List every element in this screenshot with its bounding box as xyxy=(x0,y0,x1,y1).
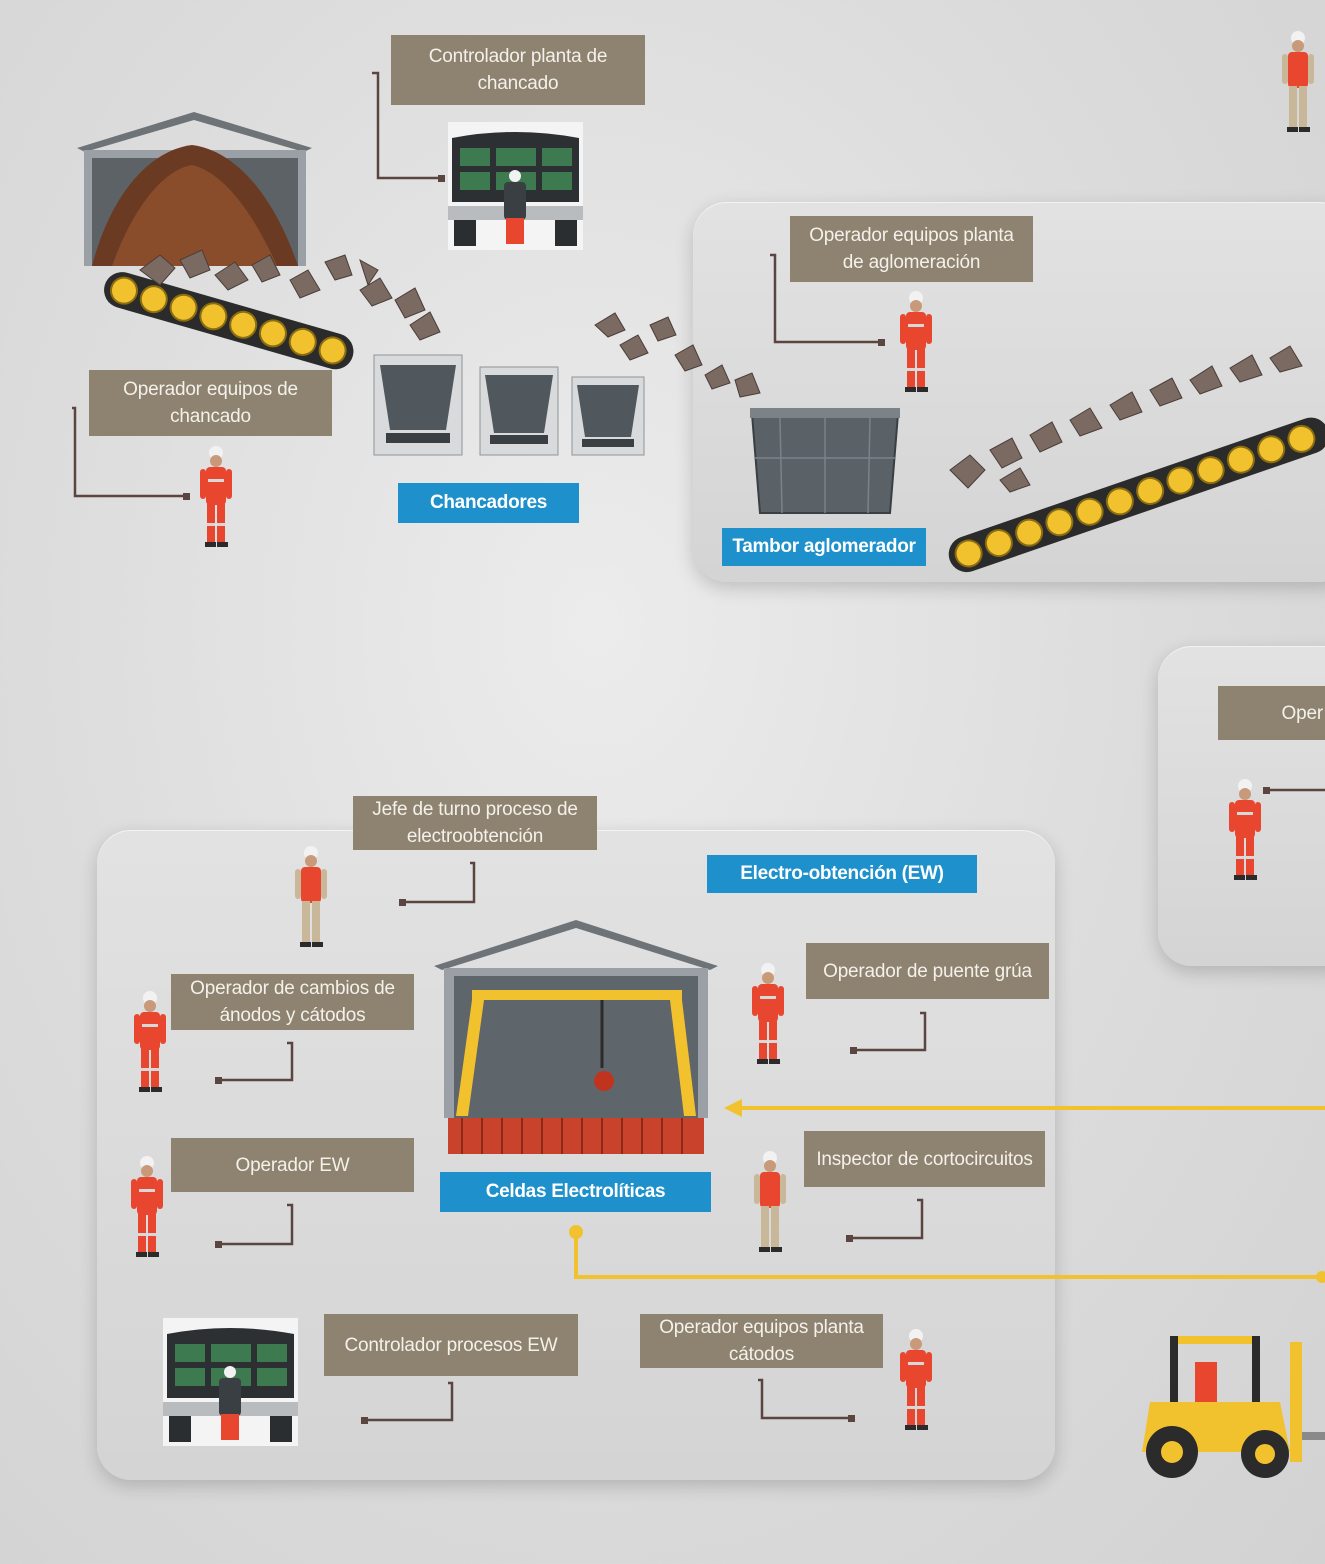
conveyor-aglomeracion-icon xyxy=(948,345,1325,573)
label-operador-aglomeracion: Operador equipos planta de aglomeración xyxy=(790,216,1033,282)
worker-icon xyxy=(1282,31,1314,132)
station-tambor-aglomerador: Tambor aglomerador xyxy=(722,528,926,566)
worker-icon xyxy=(134,991,166,1092)
worker-icon xyxy=(752,963,784,1064)
label-operador-right: Oper xyxy=(1218,686,1325,740)
aglomerador-drum-icon xyxy=(750,408,900,514)
station-chancadores: Chancadores xyxy=(398,483,579,523)
label-operador-catodos: Operador equipos planta cátodos xyxy=(640,1314,883,1368)
worker-icon xyxy=(900,1329,932,1430)
crushers-icon xyxy=(373,354,645,456)
worker-icon xyxy=(200,446,232,547)
label-operador-ew: Operador EW xyxy=(171,1138,414,1192)
worker-icon xyxy=(295,846,327,947)
label-controlador-ew: Controlador procesos EW xyxy=(324,1314,578,1376)
forklift-icon xyxy=(1142,1336,1325,1478)
ore-rocks-icon xyxy=(139,249,441,341)
control-room-chancado-icon xyxy=(448,122,583,250)
label-controlador-chancado: Controlador planta de chancado xyxy=(391,35,645,105)
station-celdas-electroliticas: Celdas Electrolíticas xyxy=(440,1172,711,1212)
station-electro-obtencion: Electro-obtención (EW) xyxy=(707,855,977,893)
label-operador-puente: Operador de puente grúa xyxy=(806,943,1049,999)
label-jefe-turno: Jefe de turno proceso de electroobtenció… xyxy=(353,796,597,850)
worker-icon xyxy=(900,291,932,392)
ore-rocks-middle-icon xyxy=(594,312,761,398)
conveyor-crusher-icon xyxy=(104,272,354,370)
worker-icon xyxy=(754,1151,786,1252)
label-inspector: Inspector de cortocircuitos xyxy=(804,1131,1045,1187)
worker-icon xyxy=(1229,779,1261,880)
label-operador-cambios: Operador de cambios de ánodos y cátodos xyxy=(171,974,414,1030)
label-operador-chancado: Operador equipos de chancado xyxy=(89,370,332,436)
control-room-ew-icon xyxy=(163,1318,298,1446)
stockpile-shed-icon xyxy=(77,112,312,266)
electrolytic-cells-building-icon xyxy=(434,920,718,1154)
worker-icon xyxy=(131,1156,163,1257)
